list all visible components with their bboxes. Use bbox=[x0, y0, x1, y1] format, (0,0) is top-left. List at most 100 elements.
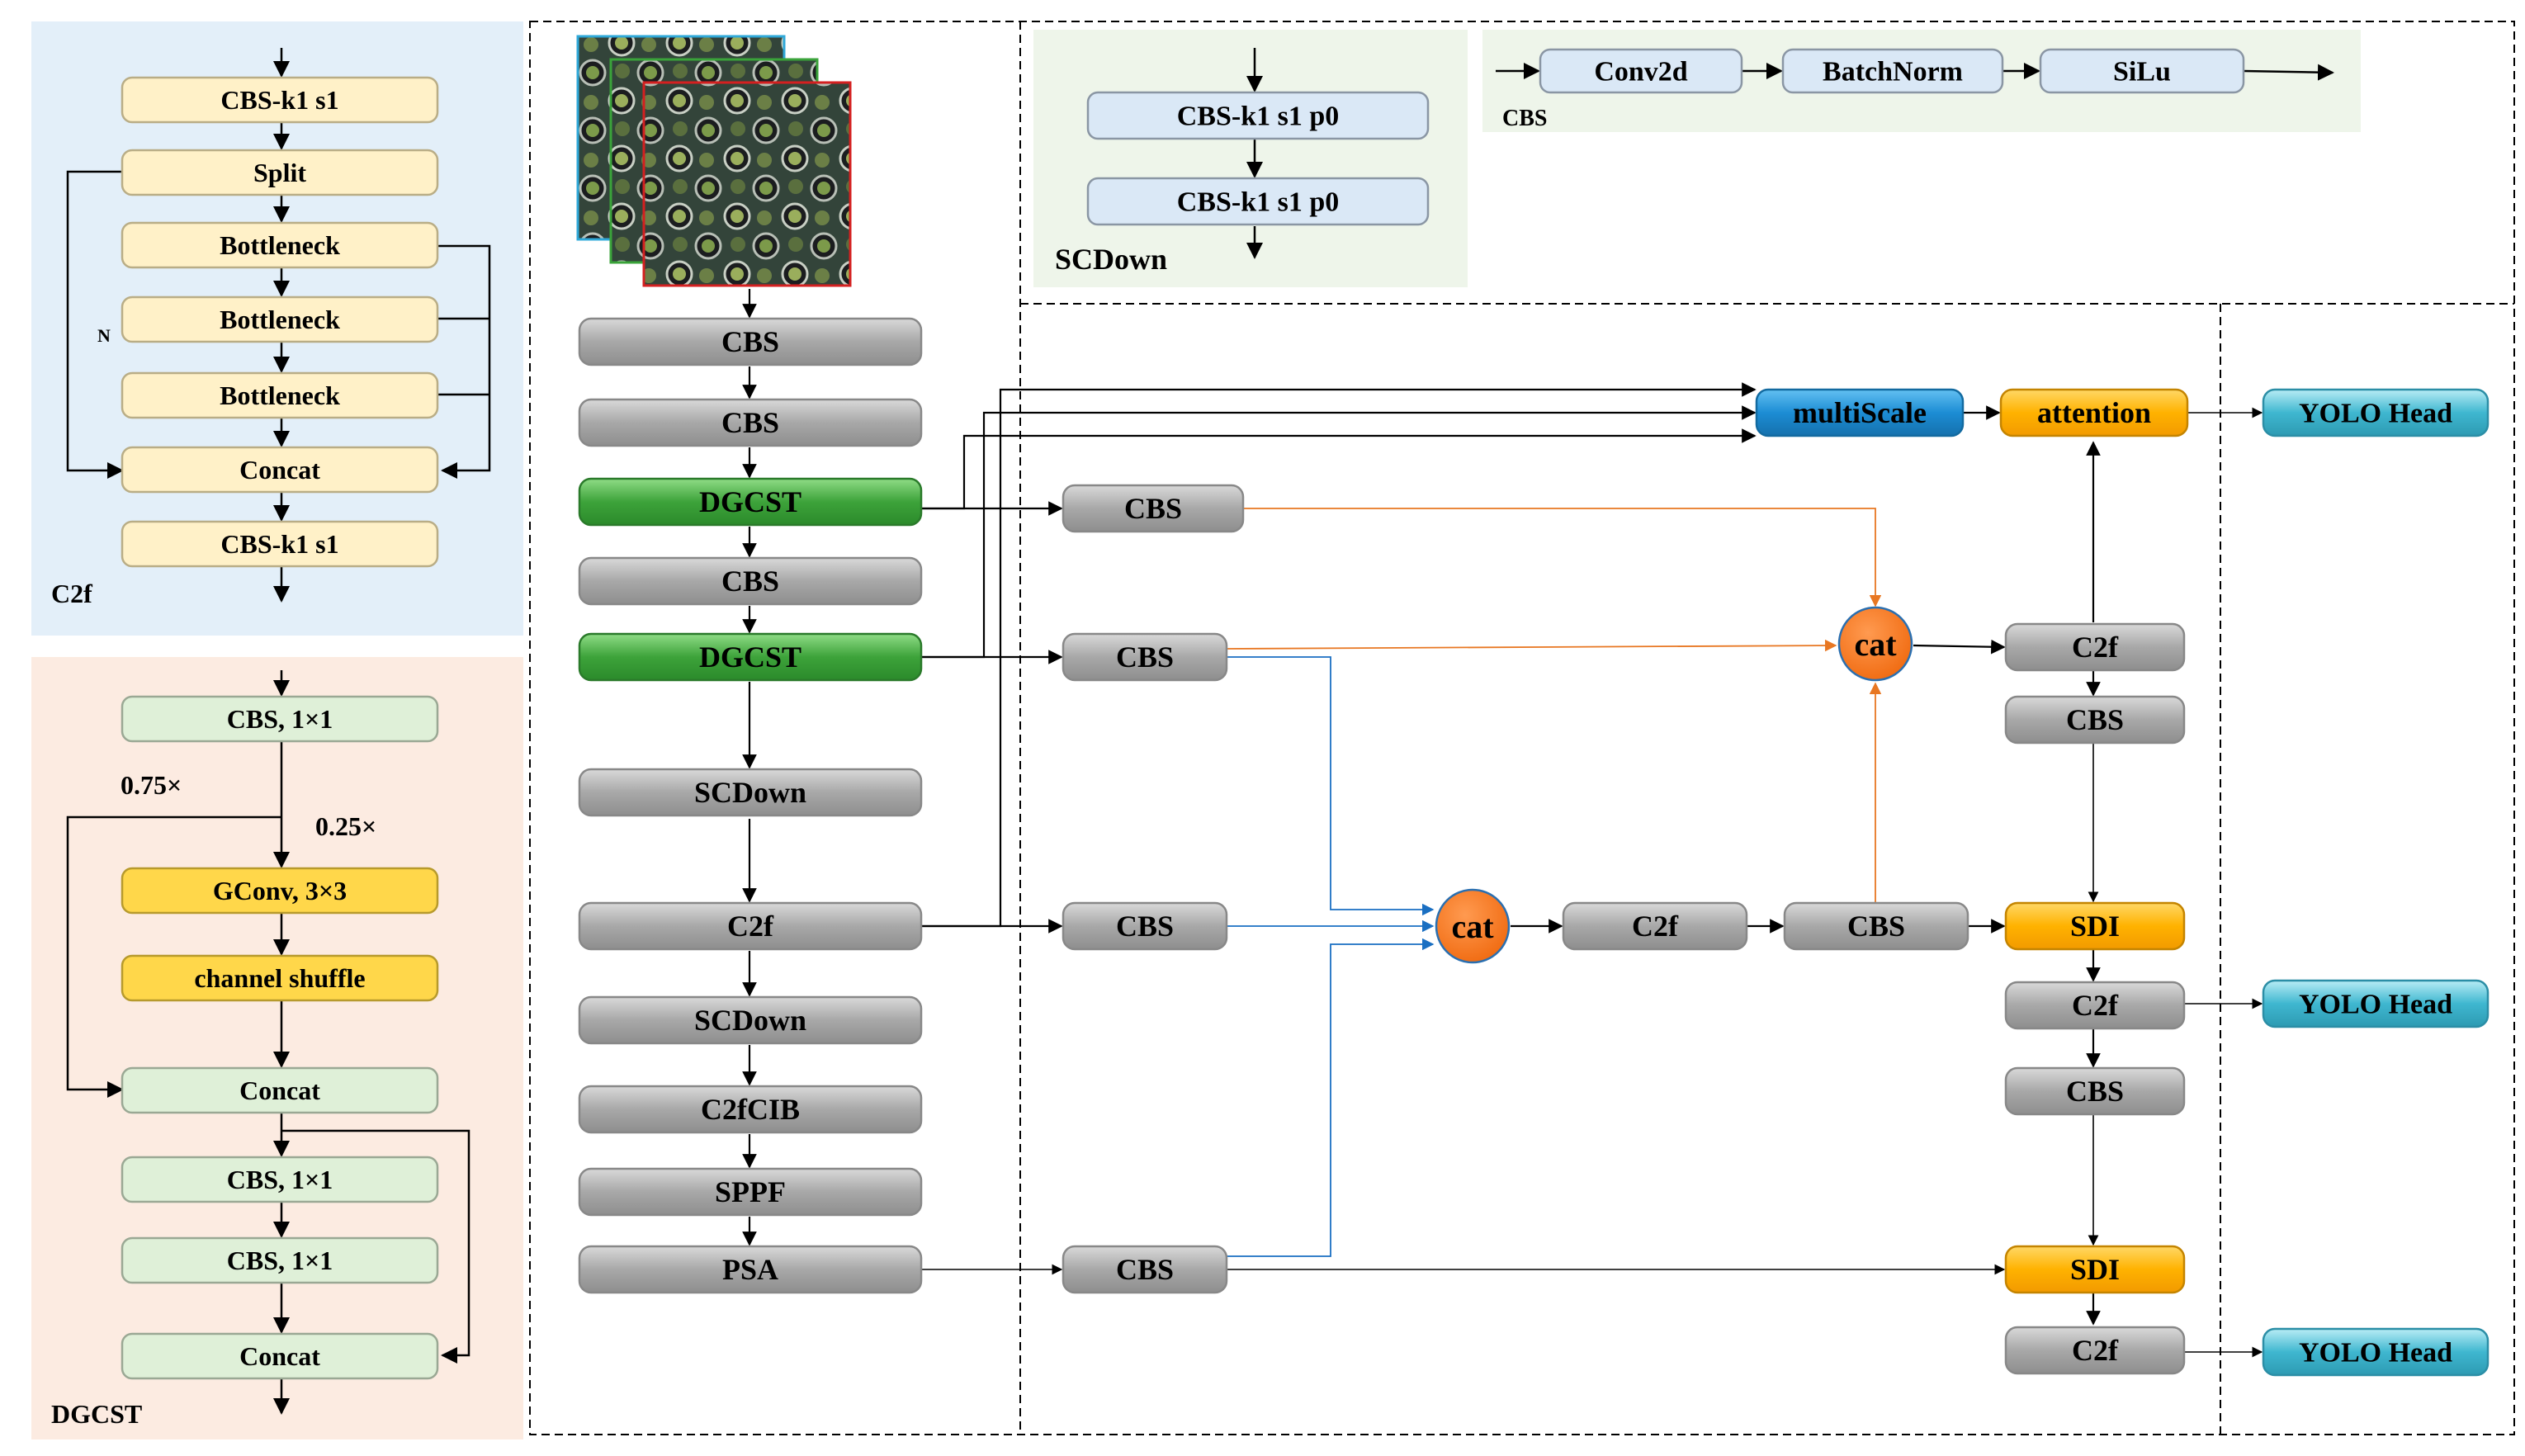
dgcst-box-2: GConv, 3×3 bbox=[121, 867, 439, 915]
backbone-node-11-label: PSA bbox=[722, 1253, 778, 1286]
backbone-node-9: C2fCIB bbox=[578, 1085, 923, 1134]
backbone-node-8-label: SCDown bbox=[694, 1004, 806, 1037]
c2f-n-label: N bbox=[97, 325, 111, 346]
neck-cbs-4: CBS bbox=[1062, 1245, 1228, 1294]
right-cbs-2-label: CBS bbox=[2066, 1075, 2124, 1108]
scdown-box-1-label: CBS-k1 s1 p0 bbox=[1177, 102, 1340, 132]
neck-cbs-1-label: CBS bbox=[1124, 492, 1182, 525]
sdi-node-1-label: SDI bbox=[2070, 910, 2120, 943]
cbs-panel-title: CBS bbox=[1502, 106, 1547, 131]
backbone-node-4-label: CBS bbox=[721, 565, 779, 598]
input-image-stack bbox=[576, 35, 852, 287]
c2f-box-4-label: Bottleneck bbox=[220, 305, 340, 334]
dgcst-ratio-right: 0.25× bbox=[315, 811, 376, 841]
dgcst-box-4: Concat bbox=[121, 1066, 439, 1114]
backbone-node-1-label: CBS bbox=[721, 325, 779, 358]
c2f-box-6-label: Concat bbox=[239, 455, 320, 485]
backbone-node-2: CBS bbox=[578, 398, 923, 447]
neck-cbs-2: CBS bbox=[1062, 632, 1228, 682]
c2f-box-4: Bottleneck bbox=[121, 295, 439, 343]
c2f-panel-title: C2f bbox=[51, 579, 92, 608]
dashed-frames bbox=[529, 21, 2515, 1435]
dgcst-box-7-label: Concat bbox=[239, 1341, 320, 1371]
right-cbs-2: CBS bbox=[2004, 1066, 2186, 1116]
cbs-def-box-3: SiLu bbox=[2039, 48, 2245, 94]
c2f-box-3: Bottleneck bbox=[121, 221, 439, 269]
dgcst-box-5: CBS, 1×1 bbox=[121, 1156, 439, 1203]
yolo-head-1-label: YOLO Head bbox=[2299, 399, 2452, 429]
backbone-node-4: CBS bbox=[578, 556, 923, 606]
dgcst-box-3: channel shuffle bbox=[121, 954, 439, 1002]
right-c2f-2-label: C2f bbox=[2072, 989, 2119, 1022]
dgcst-box-6: CBS, 1×1 bbox=[121, 1236, 439, 1284]
c2f-box-1-label: CBS-k1 s1 bbox=[220, 85, 338, 115]
cat-node-lower-label: cat bbox=[1451, 908, 1494, 945]
yolo-head-2-label: YOLO Head bbox=[2299, 990, 2452, 1020]
backbone-node-7-label: C2f bbox=[727, 910, 774, 943]
backbone-node-5-label: DGCST bbox=[699, 641, 801, 674]
cbs-def-box-3-label: SiLu bbox=[2113, 57, 2171, 87]
backbone-node-5: DGCST bbox=[578, 632, 923, 682]
yolo-head-3-label: YOLO Head bbox=[2299, 1338, 2452, 1369]
scdown-box-1: CBS-k1 s1 p0 bbox=[1086, 91, 1430, 140]
cbs-def-box-2: BatchNorm bbox=[1781, 48, 2004, 94]
cbs-def-box-1-label: Conv2d bbox=[1594, 57, 1687, 87]
backbone-node-8: SCDown bbox=[578, 995, 923, 1045]
multiscale-node-label: multiScale bbox=[1793, 396, 1927, 429]
cbs-def-box-2-label: BatchNorm bbox=[1823, 57, 1963, 87]
right-cbs-1-label: CBS bbox=[2066, 703, 2124, 736]
yolo-head-1: YOLO Head bbox=[2262, 388, 2490, 437]
scdown-panel-title: SCDown bbox=[1055, 243, 1167, 276]
dgcst-box-4-label: Concat bbox=[239, 1075, 320, 1105]
right-c2f-3-label: C2f bbox=[2072, 1334, 2119, 1367]
dgcst-box-1-label: CBS, 1×1 bbox=[227, 704, 333, 734]
scdown-box-2-label: CBS-k1 s1 p0 bbox=[1177, 187, 1340, 218]
scdown-panel: SCDown CBS-k1 s1 p0 CBS-k1 s1 p0 bbox=[1033, 30, 1468, 287]
c2f-box-2: Split bbox=[121, 149, 439, 196]
right-c2f-1-label: C2f bbox=[2072, 631, 2119, 664]
dgcst-box-2-label: GConv, 3×3 bbox=[213, 876, 347, 905]
backbone-node-10-label: SPPF bbox=[715, 1175, 786, 1208]
cbs-panel: CBS Conv2d BatchNorm SiLu bbox=[1482, 30, 2361, 132]
dgcst-box-7: Concat bbox=[121, 1332, 439, 1380]
c2f-box-5-label: Bottleneck bbox=[220, 381, 340, 410]
sdi-node-1: SDI bbox=[2004, 901, 2186, 951]
backbone-node-2-label: CBS bbox=[721, 406, 779, 439]
cat-node-upper: cat bbox=[1837, 606, 1913, 682]
multiscale-node: multiScale bbox=[1755, 388, 1965, 437]
dgcst-box-1: CBS, 1×1 bbox=[121, 695, 439, 743]
neck-c2f-middle-label: C2f bbox=[1632, 910, 1679, 943]
cbs-def-box-1: Conv2d bbox=[1539, 48, 1743, 94]
dgcst-box-3-label: channel shuffle bbox=[194, 963, 365, 993]
backbone-node-6-label: SCDown bbox=[694, 776, 806, 809]
right-cbs-1: CBS bbox=[2004, 695, 2186, 745]
cat-node-upper-label: cat bbox=[1854, 626, 1897, 663]
scdown-box-2: CBS-k1 s1 p0 bbox=[1086, 177, 1430, 226]
backbone-node-7: C2f bbox=[578, 901, 923, 951]
right-c2f-1: C2f bbox=[2004, 622, 2186, 672]
sdi-node-2-label: SDI bbox=[2070, 1253, 2120, 1286]
c2f-box-6: Concat bbox=[121, 446, 439, 494]
attention-node-label: attention bbox=[2037, 396, 2151, 429]
neck-cbs-4-label: CBS bbox=[1116, 1253, 1174, 1286]
yolo-head-2: YOLO Head bbox=[2262, 979, 2490, 1028]
c2f-box-7: CBS-k1 s1 bbox=[121, 520, 439, 568]
neck-cbs-3: CBS bbox=[1062, 901, 1228, 951]
right-c2f-3: C2f bbox=[2004, 1326, 2186, 1375]
c2f-box-1: CBS-k1 s1 bbox=[121, 76, 439, 124]
c2f-panel: C2f N CBS-k1 s1SplitBottleneckBottleneck… bbox=[31, 21, 523, 636]
yolo-head-3: YOLO Head bbox=[2262, 1327, 2490, 1377]
attention-node: attention bbox=[1999, 388, 2189, 437]
dgcst-panel-title: DGCST bbox=[51, 1399, 142, 1429]
sdi-node-2: SDI bbox=[2004, 1245, 2186, 1294]
neck-cbs-middle: CBS bbox=[1783, 901, 1969, 951]
cat-node-lower: cat bbox=[1435, 888, 1511, 964]
c2f-box-5: Bottleneck bbox=[121, 371, 439, 419]
neck-cbs-3-label: CBS bbox=[1116, 910, 1174, 943]
neck-cbs-2-label: CBS bbox=[1116, 641, 1174, 674]
backbone-node-6: SCDown bbox=[578, 768, 923, 817]
right-c2f-2: C2f bbox=[2004, 981, 2186, 1030]
dgcst-box-5-label: CBS, 1×1 bbox=[227, 1165, 333, 1194]
